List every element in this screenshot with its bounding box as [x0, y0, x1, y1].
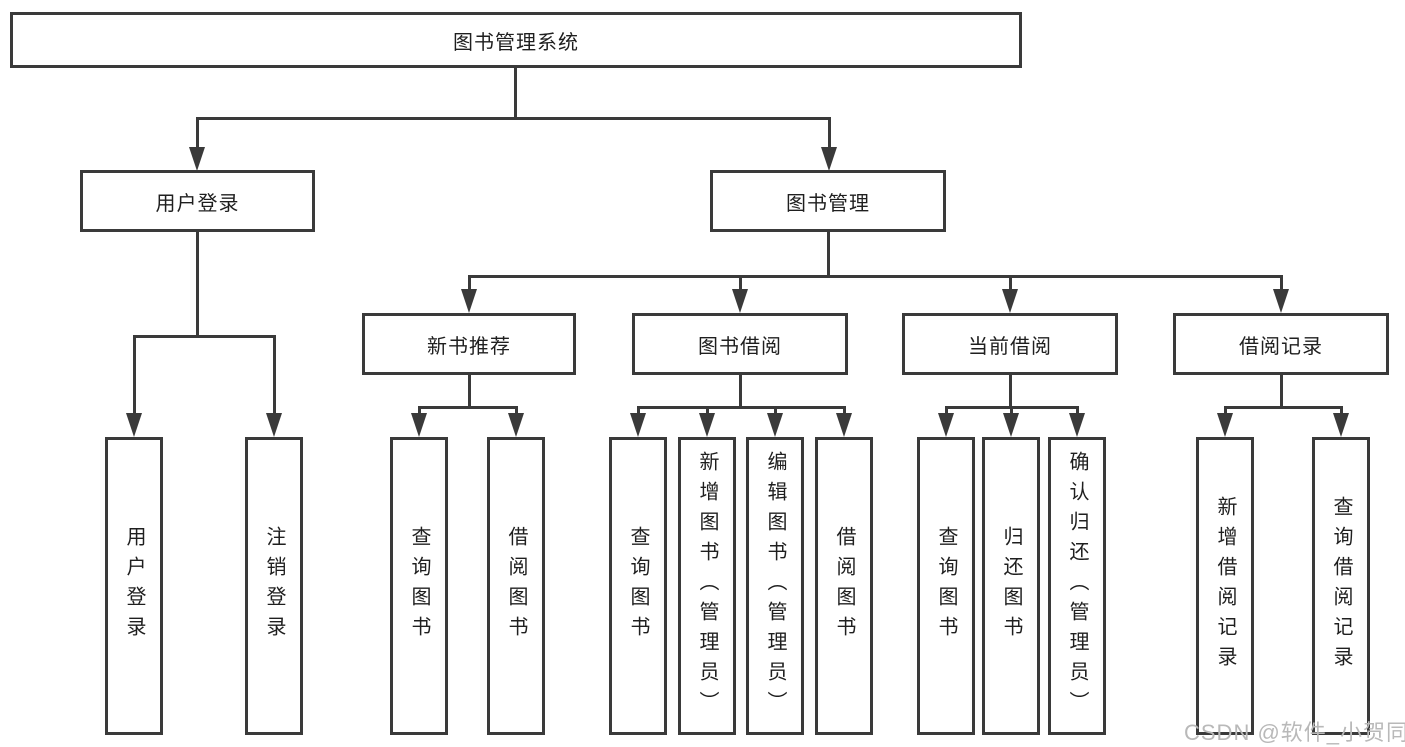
connector-line	[827, 232, 830, 277]
node-label: 图书管理系统	[453, 31, 579, 54]
connector-line	[133, 335, 276, 338]
arrow-head	[1217, 413, 1233, 437]
arrow-head	[266, 413, 282, 437]
node-label: 查询图书	[408, 526, 430, 646]
connector-line	[468, 375, 471, 408]
node-label: 查询图书	[935, 526, 957, 646]
leaf-add-book-admin: 新增图书（管理员）	[678, 437, 736, 735]
connector-line	[196, 117, 831, 120]
connector-line	[1340, 406, 1343, 413]
node-label: 归还图书	[1000, 526, 1022, 646]
leaf-logout: 注销登录	[245, 437, 303, 735]
leaf-user-login: 用户登录	[105, 437, 163, 735]
node-label: 图书管理	[786, 192, 870, 215]
node-label: 借阅图书	[833, 526, 855, 646]
arrow-head	[938, 413, 954, 437]
arrow-head	[189, 147, 205, 171]
node-label: 新书推荐	[427, 335, 511, 358]
node-label: 查询借阅记录	[1330, 496, 1352, 676]
node-label: 借阅记录	[1239, 335, 1323, 358]
connector-line	[637, 406, 640, 413]
node-label: 确认归还（管理员）	[1066, 451, 1088, 721]
arrow-head	[126, 413, 142, 437]
node-user-login-branch: 用户登录	[80, 170, 315, 232]
node-borrow-records: 借阅记录	[1173, 313, 1389, 375]
node-label: 查询图书	[627, 526, 649, 646]
arrow-head	[699, 413, 715, 437]
leaf-query-books-current: 查询图书	[917, 437, 975, 735]
connector-line	[1009, 375, 1012, 408]
node-label: 新增借阅记录	[1214, 496, 1236, 676]
csdn-watermark: CSDN @软件_小贺同学	[1184, 720, 1405, 745]
leaf-return-book: 归还图书	[982, 437, 1040, 735]
connector-line	[1280, 375, 1283, 408]
leaf-borrow-books: 借阅图书	[815, 437, 873, 735]
arrow-head	[836, 413, 852, 437]
connector-line	[1224, 406, 1227, 413]
connector-line	[1280, 275, 1283, 289]
node-current-borrow: 当前借阅	[902, 313, 1118, 375]
connector-line	[1224, 406, 1343, 409]
node-label: 借阅图书	[505, 526, 527, 646]
connector-line	[468, 275, 1283, 278]
connector-line	[843, 406, 846, 413]
connector-line	[706, 406, 709, 413]
connector-line	[828, 117, 831, 147]
node-library-management-system: 图书管理系统	[10, 12, 1022, 68]
leaf-query-borrow-record: 查询借阅记录	[1312, 437, 1370, 735]
node-book-management: 图书管理	[710, 170, 946, 232]
node-label: 新增图书（管理员）	[696, 451, 718, 721]
node-label: 用户登录	[155, 192, 240, 215]
node-label: 图书借阅	[698, 335, 782, 358]
connector-line	[515, 406, 518, 413]
arrow-head	[630, 413, 646, 437]
leaf-query-books-borrow: 查询图书	[609, 437, 667, 735]
arrow-head	[1003, 413, 1019, 437]
leaf-add-borrow-record: 新增借阅记录	[1196, 437, 1254, 735]
connector-line	[418, 406, 518, 409]
arrow-head	[1333, 413, 1349, 437]
connector-line	[1009, 275, 1012, 289]
node-book-borrow: 图书借阅	[632, 313, 848, 375]
arrow-head	[508, 413, 524, 437]
connector-line	[739, 275, 742, 289]
arrow-head	[732, 289, 748, 313]
connector-line	[1010, 406, 1013, 413]
connector-line	[468, 275, 471, 289]
leaf-borrow-books-recommend: 借阅图书	[487, 437, 545, 735]
connector-line	[514, 68, 517, 120]
connector-line	[774, 406, 777, 413]
arrow-head	[411, 413, 427, 437]
connector-line	[739, 375, 742, 408]
leaf-edit-book-admin: 编辑图书（管理员）	[746, 437, 804, 735]
leaf-confirm-return-admin: 确认归还（管理员）	[1048, 437, 1106, 735]
arrow-head	[821, 147, 837, 171]
connector-line	[418, 406, 421, 413]
connector-line	[196, 232, 199, 337]
arrow-head	[1273, 289, 1289, 313]
node-label: 注销登录	[263, 526, 285, 646]
arrow-head	[461, 289, 477, 313]
connector-line	[273, 335, 276, 413]
node-label: 用户登录	[123, 526, 145, 646]
connector-line	[196, 117, 199, 147]
node-label: 当前借阅	[968, 335, 1052, 358]
node-new-book-recommend: 新书推荐	[362, 313, 576, 375]
connector-line	[637, 406, 846, 409]
arrow-head	[767, 413, 783, 437]
connector-line	[945, 406, 948, 413]
connector-line	[133, 335, 136, 413]
arrow-head	[1069, 413, 1085, 437]
connector-line	[1076, 406, 1079, 413]
leaf-query-books-recommend: 查询图书	[390, 437, 448, 735]
node-label: 编辑图书（管理员）	[764, 451, 786, 721]
arrow-head	[1002, 289, 1018, 313]
